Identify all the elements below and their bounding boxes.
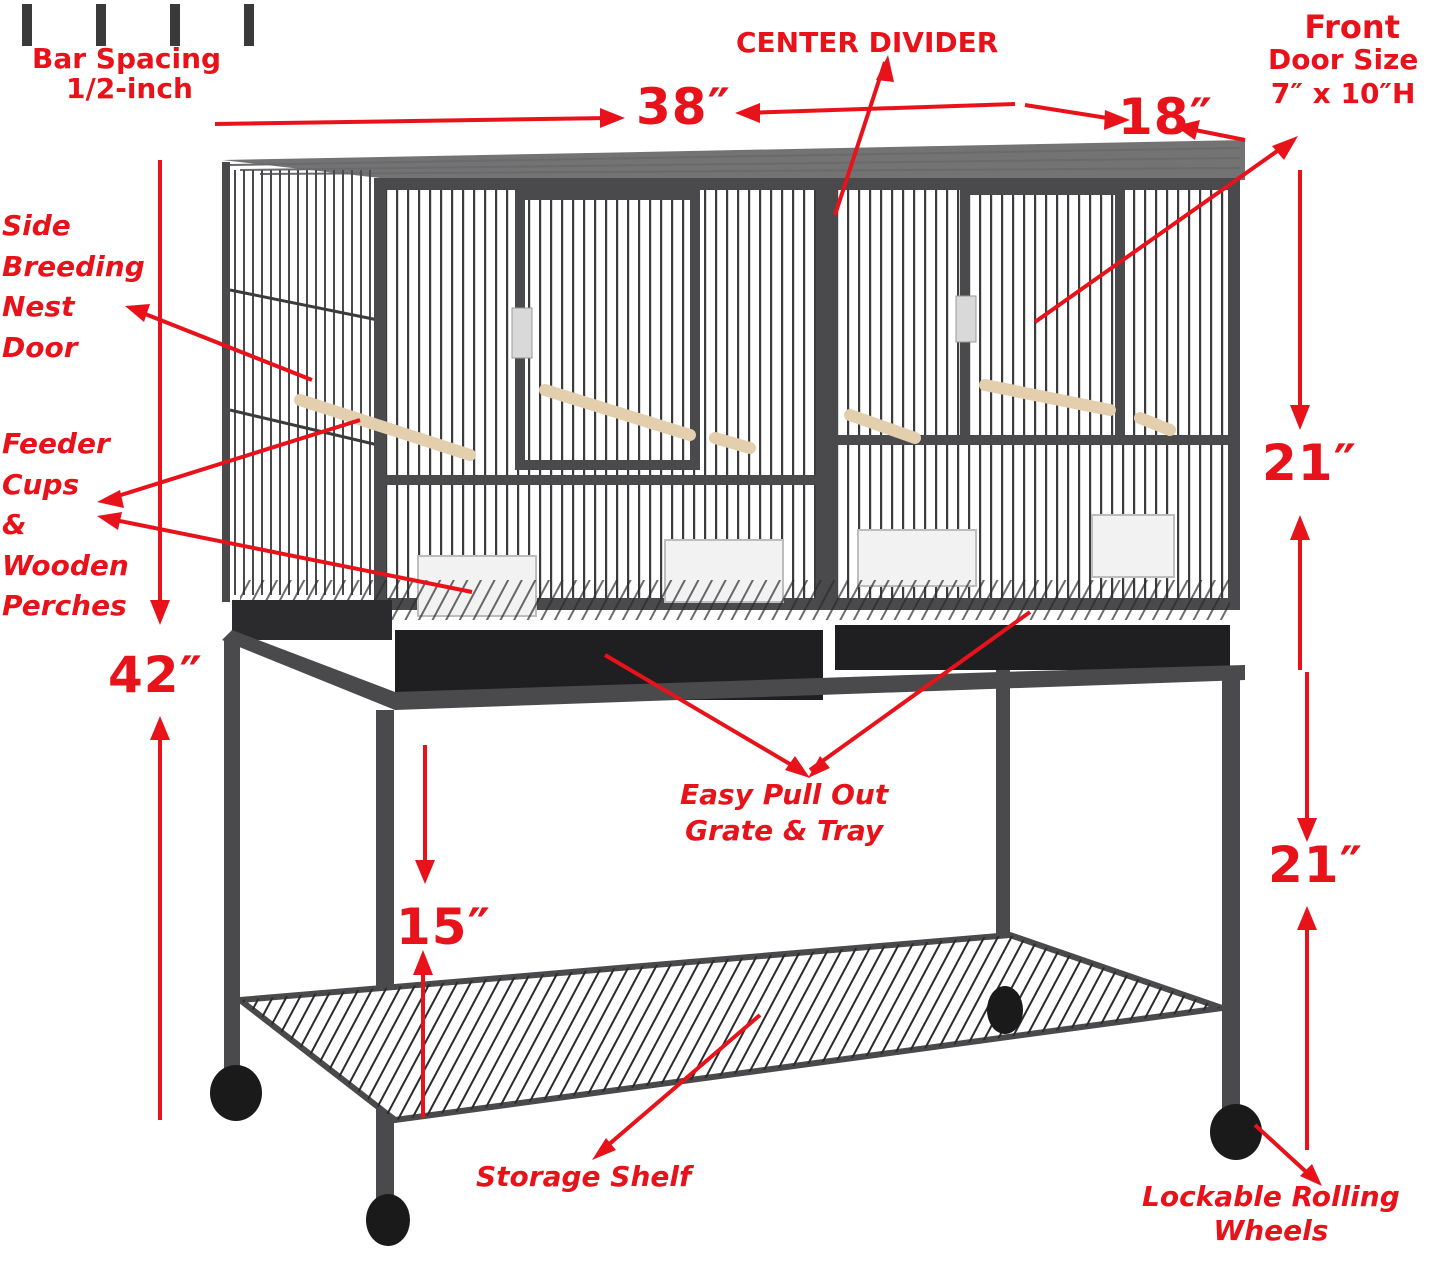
side-nest-door-label: Side Breeding Nest Door [2,206,145,368]
side-nest-line4: Door [2,330,78,364]
cage-grate [240,580,1230,620]
wheels-label: Lockable Rolling Wheels [1142,1180,1400,1248]
feeder-line1: Feeder [2,427,110,460]
left-compartment [378,180,820,600]
cage-height-label: 21″ [1262,434,1357,492]
front-door-line2: Door Size [1268,42,1419,76]
shelf-clearance-label: 15″ [396,898,491,956]
feeder-line3: & [2,508,27,542]
total-height-label: 42″ [108,646,203,704]
front-door-size-label: Front Door Size 7″ x 10″H [1268,10,1418,109]
center-divider-label: CENTER DIVIDER [736,26,999,59]
side-nest-line3: Nest [2,290,75,324]
stand-height-label: 21″ [1268,836,1363,894]
wooden-perches [294,379,1176,461]
storage-shelf-label: Storage Shelf [476,1160,692,1193]
stand-rail [222,630,1245,710]
feeder-line5: Perches [2,589,127,623]
annotation-arrows [104,61,1317,1182]
pull-out-line2: Grate & Tray [685,814,884,848]
bar-spacing-line1: Bar Spacing [32,42,222,75]
pull-out-line1: Easy Pull Out [680,778,889,811]
side-nest-line2: Breeding [2,249,145,283]
pull-out-tray-label: Easy Pull Out Grate & Tray [680,778,889,848]
feeder-perches-label: Feeder Cups & Wooden Perches [2,424,129,627]
wheels [210,986,1262,1246]
cage-side-panel [226,170,376,595]
door-latch-left [511,307,533,359]
width-dimension-label: 38″ [636,78,731,136]
bar-spacing-sample [22,4,254,46]
wheels-line2: Wheels [1213,1214,1329,1248]
bar-spacing-line2: 1/2-inch [66,72,193,106]
stand-legs [224,640,1240,1210]
pull-out-tray-right [835,625,1230,670]
door-latch-right [955,295,977,343]
depth-dimension-label: 18″ [1118,88,1213,146]
front-door-line1: Front [1304,8,1400,46]
bar-spacing-label: Bar Spacing 1/2-inch [32,42,222,106]
feeder-line4: Wooden [2,548,129,582]
front-door-line3: 7″ x 10″H [1270,76,1416,110]
feeder-line2: Cups [2,467,80,501]
wheels-line1: Lockable Rolling [1142,1180,1400,1213]
side-nest-line1: Side [2,209,71,242]
